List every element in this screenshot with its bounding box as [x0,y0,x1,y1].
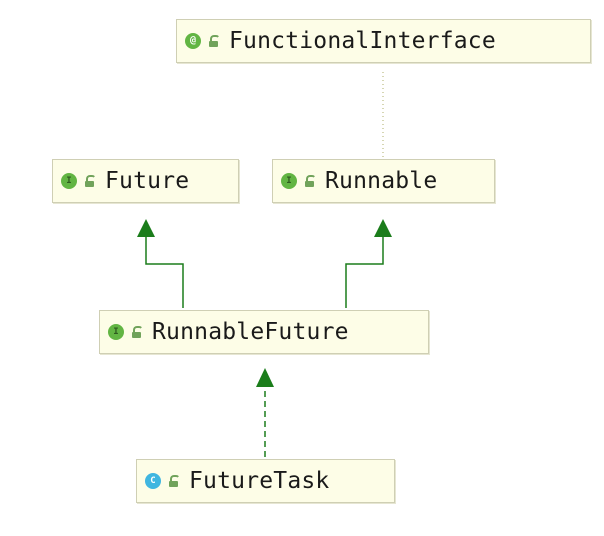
extends-future-edge [145,234,184,308]
node-runnable-future[interactable]: I RunnableFuture [99,310,429,354]
implements-arrowhead [256,368,274,387]
node-runnable[interactable]: I Runnable [272,159,495,203]
node-future[interactable]: I Future [52,159,239,203]
annotation-icon: @ [185,33,201,49]
interface-icon: I [281,173,297,189]
extends-runnable-arrowhead [374,219,392,237]
public-access-icon [167,474,180,488]
public-access-icon [130,325,143,339]
interface-icon: I [61,173,77,189]
node-label: FutureTask [189,468,330,494]
class-icon: C [145,473,161,489]
public-access-icon [83,174,96,188]
extends-future-arrowhead [137,219,155,237]
node-functional-interface[interactable]: @ FunctionalInterface [176,19,591,63]
node-future-task[interactable]: C FutureTask [136,459,395,503]
interface-icon: I [108,324,124,340]
extends-runnable-edge [345,234,384,308]
node-label: RunnableFuture [152,319,349,345]
node-label: FunctionalInterface [229,28,496,54]
node-label: Runnable [325,168,438,194]
public-access-icon [303,174,316,188]
public-access-icon [207,34,220,48]
node-label: Future [105,168,190,194]
